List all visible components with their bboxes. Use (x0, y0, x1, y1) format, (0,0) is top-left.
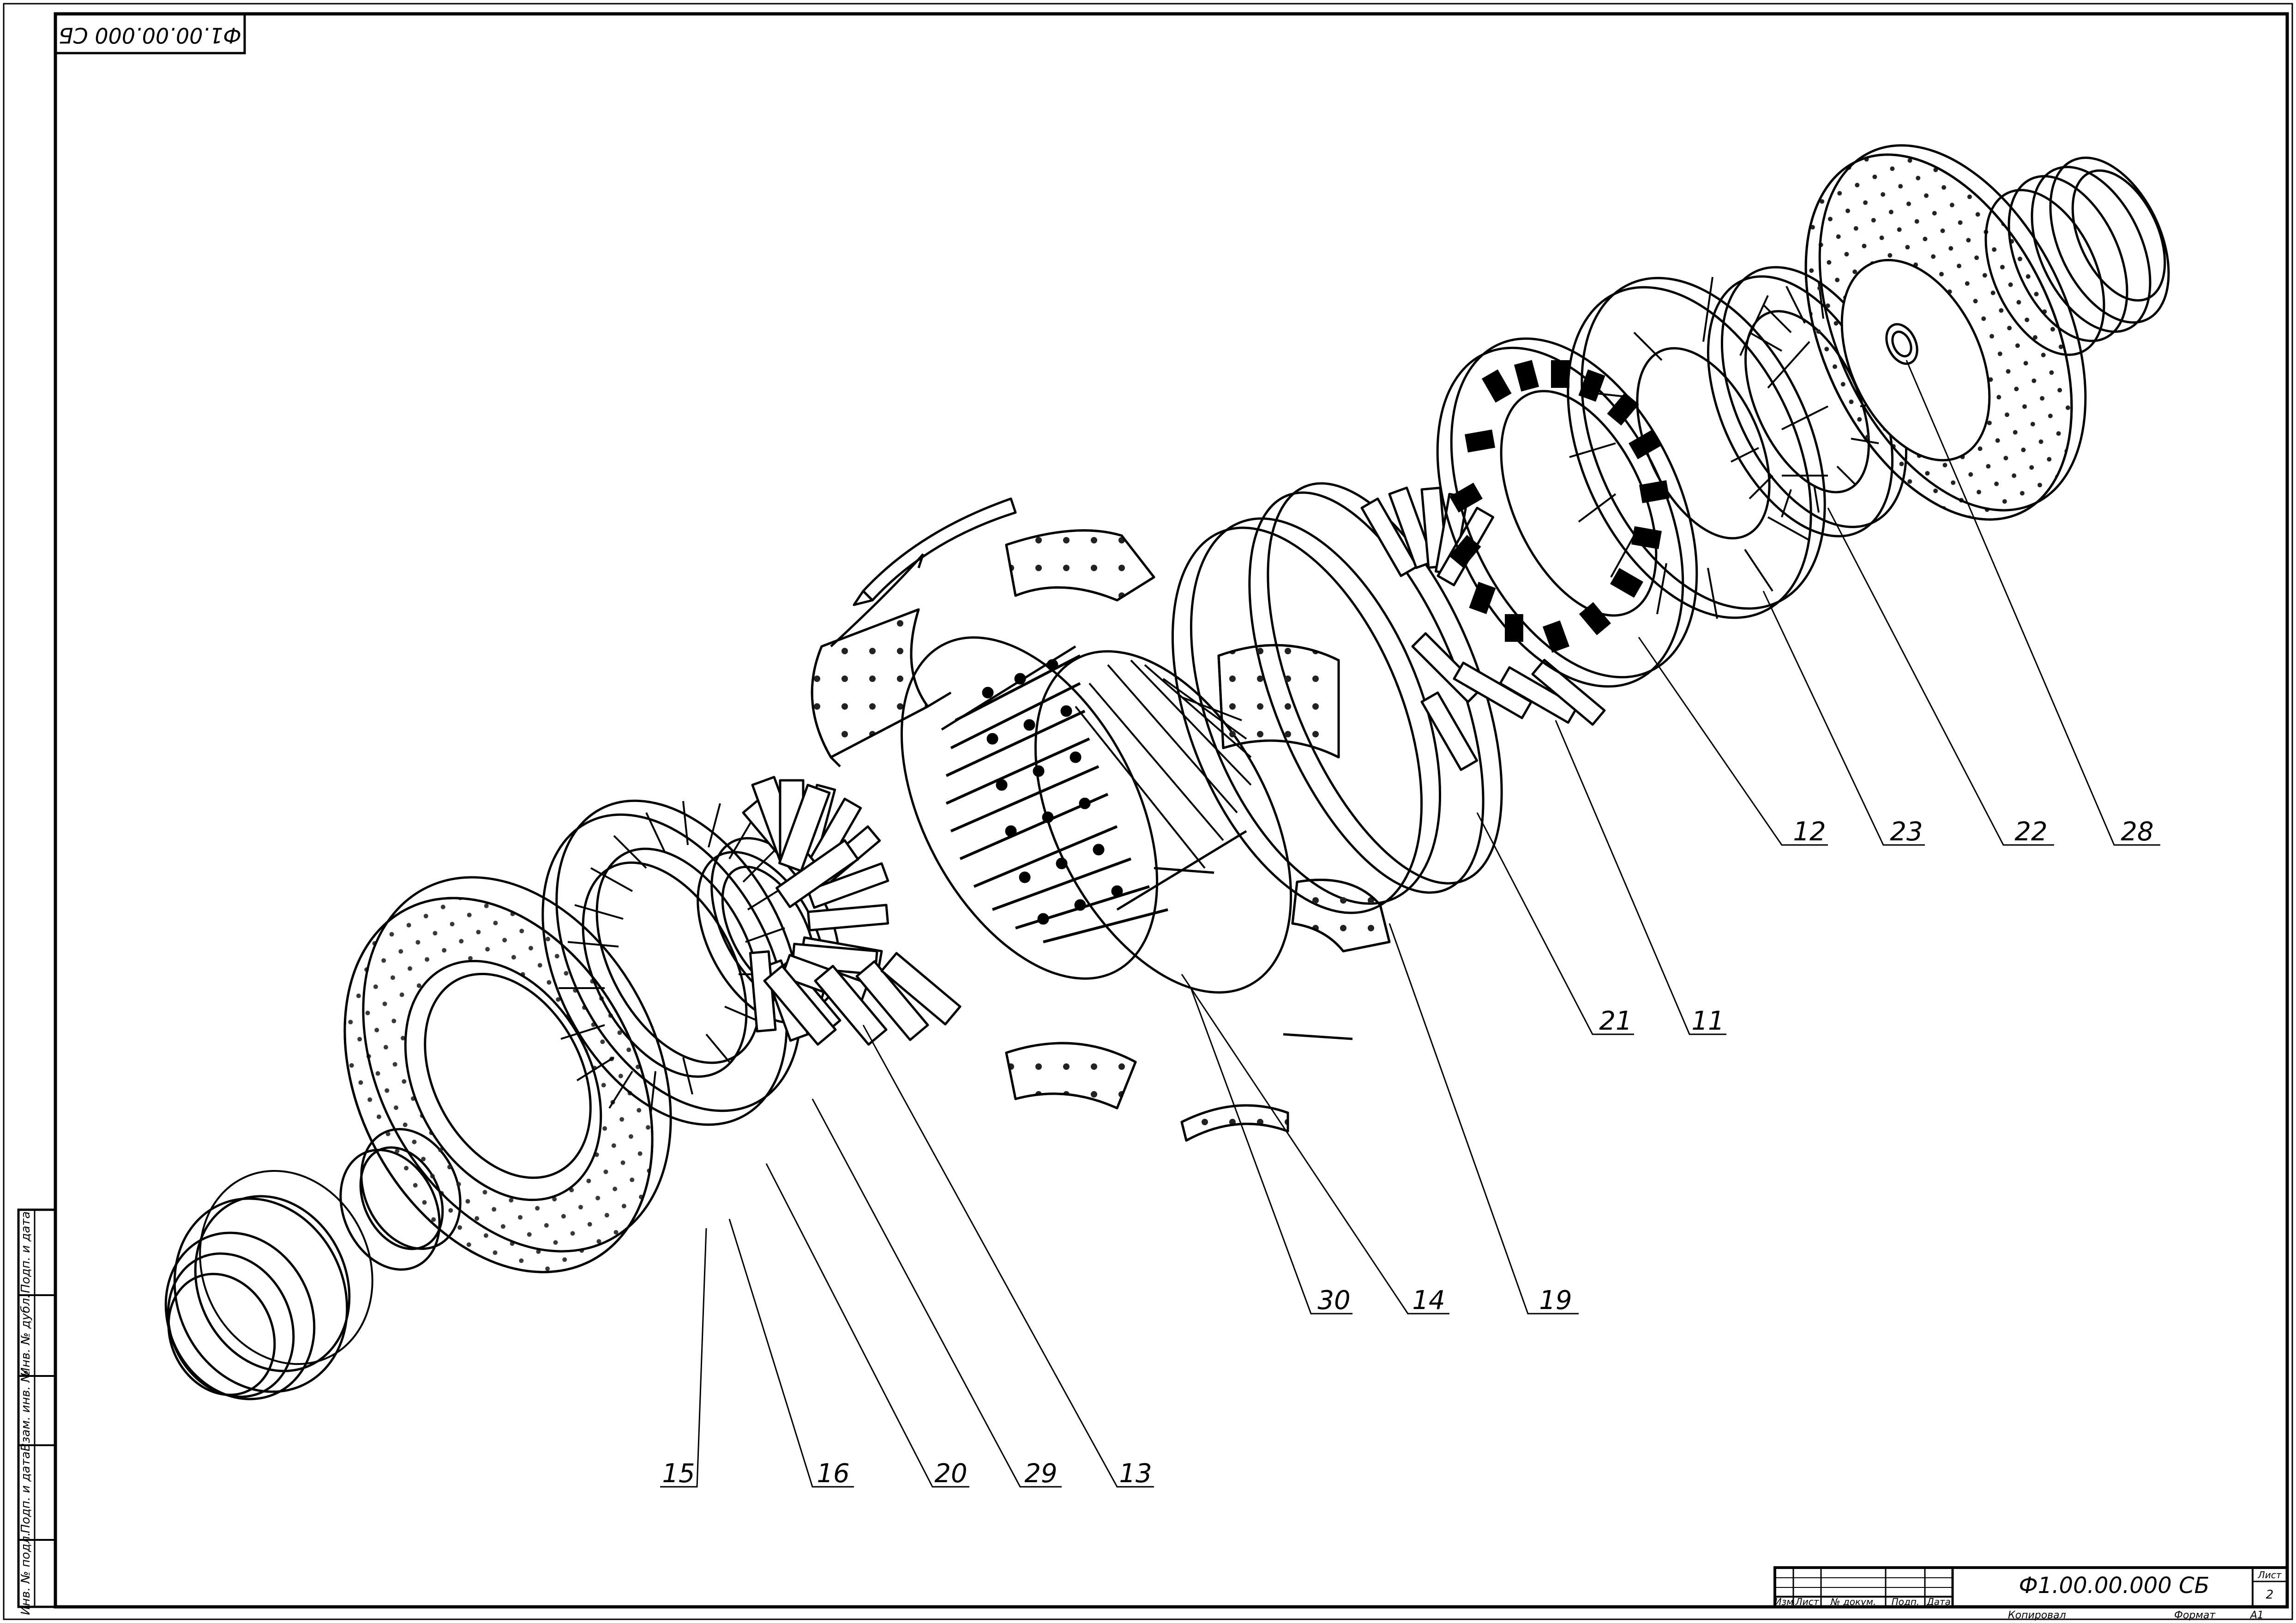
hdr-sign: Подп. (1892, 1596, 1920, 1607)
format-value: A1 (2249, 1610, 2264, 1621)
right-hub (1984, 157, 2170, 356)
central-rod-drum (900, 636, 1292, 994)
callout-29: 29 (1024, 1459, 1057, 1489)
callout-23: 23 (1890, 817, 1923, 847)
callout-20: 20 (934, 1459, 967, 1489)
callout-14: 14 (1412, 1285, 1445, 1315)
side-stamp-3: Взам. инв. № (19, 1370, 33, 1452)
callout-15: 15 (662, 1459, 695, 1489)
format-label: Формат (2174, 1610, 2216, 1621)
blade-strip-set (742, 776, 962, 1046)
rotated-designation: Ф1.00.00.000 СБ (59, 23, 241, 48)
side-stamp-2: Инв. № дубл. (19, 1294, 33, 1376)
left-side-stamp: Подп. и дата Инв. № дубл. Взам. инв. № П… (17, 1208, 57, 1615)
exploded-assembly (164, 144, 2170, 1400)
callout-19: 19 (1539, 1285, 1572, 1315)
callout-12: 12 (1793, 817, 1826, 847)
title-block: Изм Лист № докум. Подп. Дата Ф1.00.00.00… (1773, 1566, 2289, 1621)
callout-labels: 12 23 22 28 21 11 30 14 19 15 16 20 29 1… (662, 817, 2153, 1489)
left-hub (164, 1170, 373, 1400)
callout-22: 22 (2014, 817, 2047, 847)
callout-30: 30 (1317, 1285, 1350, 1315)
callout-16: 16 (817, 1459, 849, 1489)
side-stamp-5: Инв. № подл. (19, 1532, 33, 1615)
callout-28: 28 (2121, 817, 2153, 847)
callout-13: 13 (1119, 1459, 1152, 1489)
sheet-label: Лист (2258, 1569, 2282, 1581)
leader-lines (660, 360, 2160, 1488)
right-perforated-disk (1804, 144, 2087, 521)
left-perforated-disk (343, 876, 672, 1273)
lower-segments (1005, 1033, 1353, 1142)
copied-label: Копировал (2008, 1610, 2066, 1621)
outer-border (3, 3, 2293, 1620)
hdr-list: Лист (1795, 1596, 1820, 1607)
callout-11: 11 (1691, 1006, 1724, 1036)
inner-frame (54, 12, 2289, 1609)
side-stamp-4: Подп. и дата (19, 1451, 33, 1533)
hdr-izm: Изм (1775, 1596, 1794, 1607)
sheet-number: 2 (2266, 1588, 2274, 1602)
hdr-doc: № докум. (1830, 1596, 1876, 1607)
middle-rings (1154, 482, 1503, 953)
top-left-designation-box: Ф1.00.00.000 СБ (54, 12, 246, 54)
side-stamp-1: Подп. и дата (19, 1211, 33, 1293)
title-designation: Ф1.00.00.000 СБ (2019, 1573, 2209, 1599)
hdr-date: Дата (1926, 1596, 1951, 1607)
upper-left-segments (811, 497, 1155, 767)
spoked-wheel (1567, 277, 1828, 619)
right-blade-fan (1360, 486, 1606, 771)
callout-21: 21 (1599, 1006, 1632, 1036)
dark-segmented-wheel (1436, 337, 1698, 688)
